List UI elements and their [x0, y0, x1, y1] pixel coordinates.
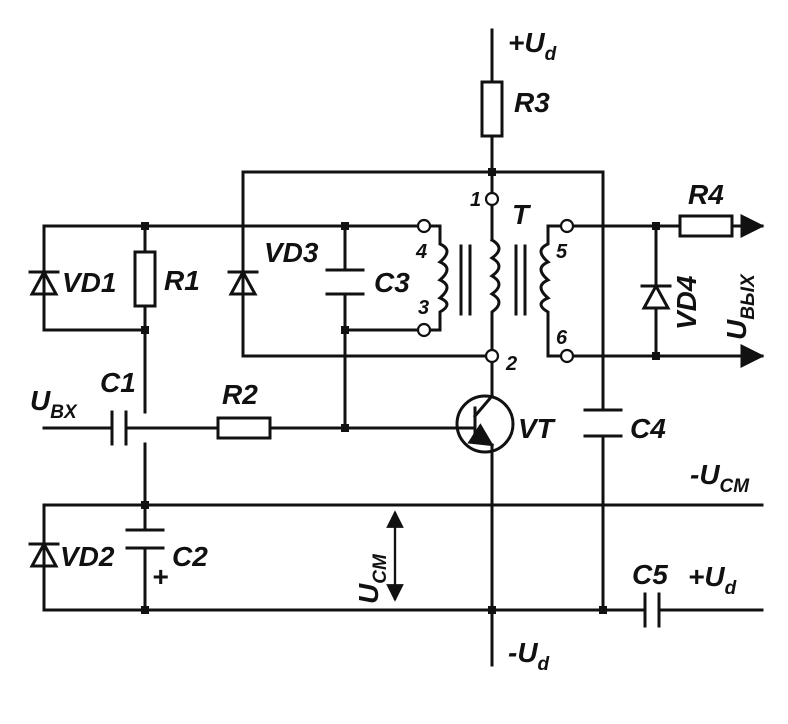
- transformer-terminals: [416, 191, 575, 364]
- label-c1: C1: [100, 367, 136, 398]
- pin-2-label: 2: [505, 353, 517, 375]
- label-t: T: [512, 199, 532, 230]
- supply-top-label: +Ud: [508, 27, 557, 65]
- label-c2: C2: [172, 541, 208, 572]
- pin-1-label: 1: [470, 189, 481, 211]
- transistor-vt: [455, 393, 515, 454]
- label-c3: C3: [374, 267, 410, 298]
- label-vd2: VD2: [60, 541, 115, 572]
- label-r4: R4: [688, 179, 724, 210]
- capacitor-c3: [325, 268, 365, 296]
- supply-bottom-label: -Ud: [508, 637, 550, 675]
- output-voltage-label: UВЫХ: [721, 273, 759, 340]
- bias-voltage-label: UCM: [353, 553, 391, 604]
- capacitor-c2: [125, 528, 165, 582]
- label-c5: C5: [632, 559, 668, 590]
- diode-vd1: [28, 268, 60, 296]
- label-r2: R2: [222, 379, 258, 410]
- resistor-r1: [133, 250, 157, 308]
- resistor-r4: [678, 214, 734, 238]
- supply-right-label: +Ud: [688, 561, 737, 599]
- resistor-r2: [216, 416, 272, 440]
- diode-vd2: [28, 540, 60, 568]
- diode-vd3: [227, 268, 259, 296]
- label-r1: R1: [164, 265, 200, 296]
- transformer-t: [422, 224, 569, 358]
- wiring: [42, 28, 765, 667]
- c2-polarity-plus: +: [152, 561, 168, 592]
- resistor-r3: [480, 80, 504, 138]
- capacitor-c5: [643, 592, 661, 628]
- label-vd3: VD3: [264, 237, 319, 268]
- label-r3: R3: [514, 87, 550, 118]
- junction-dots: [141, 168, 660, 614]
- label-vt: VT: [518, 413, 557, 444]
- pin-6-label: 6: [556, 327, 568, 349]
- label-vd1: VD1: [62, 267, 116, 298]
- capacitor-c4: [583, 408, 623, 438]
- bias-rail-label: -UCM: [690, 459, 750, 497]
- pin-3-label: 3: [418, 297, 429, 319]
- label-c4: C4: [630, 413, 666, 444]
- capacitor-c1: [110, 410, 128, 446]
- diode-vd4: [640, 268, 672, 322]
- pin-4-label: 4: [415, 241, 427, 263]
- pin-5-label: 5: [556, 241, 568, 263]
- input-voltage-label: UBX: [30, 385, 78, 423]
- label-vd4: VD4: [671, 275, 702, 330]
